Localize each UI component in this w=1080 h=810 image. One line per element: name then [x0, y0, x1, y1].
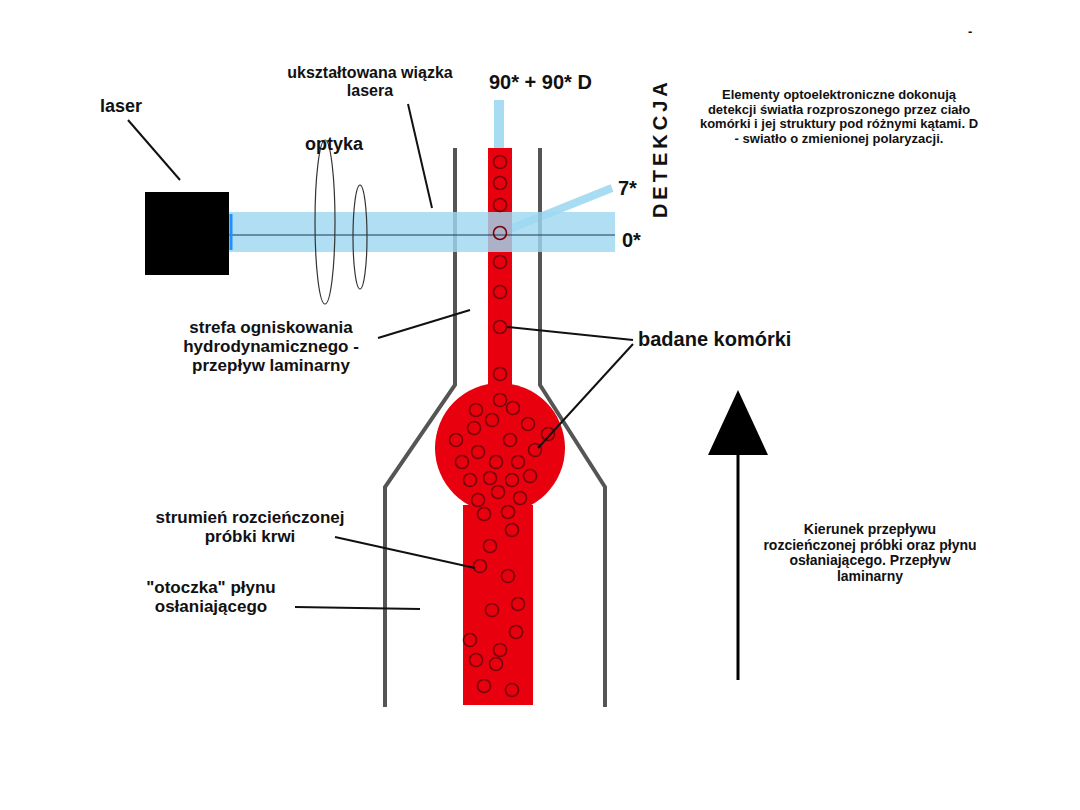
cell	[494, 286, 507, 299]
side-scatter-ray	[494, 100, 504, 150]
part-label: ukształtowana wiązka lasera	[270, 64, 470, 100]
cell	[470, 404, 483, 417]
cell	[478, 680, 491, 693]
cell	[542, 428, 555, 441]
part-label: laser	[100, 96, 142, 116]
cell	[494, 156, 507, 169]
cells	[450, 156, 555, 697]
cell	[484, 540, 497, 553]
lens	[353, 185, 367, 289]
leader-lines	[128, 104, 633, 609]
note-text: Kierunek przepływu rozcieńczonej próbki …	[762, 522, 978, 585]
cell	[506, 524, 519, 537]
cell	[486, 414, 499, 427]
cell	[510, 626, 523, 639]
cell	[502, 506, 515, 519]
part-label: "otoczka" płynu osłaniającego	[125, 578, 297, 616]
flow-arrow-head	[708, 390, 768, 455]
cell	[490, 658, 503, 671]
cell	[494, 177, 507, 190]
cell	[502, 570, 515, 583]
angle-label: 7*	[618, 177, 637, 199]
cell	[494, 394, 507, 407]
laser-aperture	[230, 214, 233, 250]
cell	[522, 418, 535, 431]
cell	[506, 684, 519, 697]
cell	[514, 492, 527, 505]
beam-axis	[228, 234, 615, 235]
zone-label: strefa ogniskowania hydrodynamicznego - …	[172, 318, 370, 375]
cell	[484, 472, 497, 485]
cell	[450, 434, 463, 447]
cell	[494, 368, 507, 381]
part-label: optyka	[305, 134, 363, 154]
part-label: strumień rozcieńczonej próbki krwi	[140, 508, 360, 546]
cell	[494, 199, 507, 212]
cell	[524, 470, 537, 483]
cell	[494, 644, 507, 657]
lens	[315, 140, 335, 304]
cell	[472, 494, 485, 507]
laser-beam	[228, 212, 615, 252]
cell	[512, 456, 525, 469]
note-text: Elementy optoelektroniczne dokonują dete…	[698, 88, 980, 146]
cell	[490, 456, 503, 469]
cell	[478, 508, 491, 521]
cell	[456, 456, 469, 469]
cell	[474, 560, 487, 573]
watermark: -	[968, 25, 972, 40]
cell	[468, 422, 481, 435]
cell	[504, 434, 517, 447]
cell	[494, 227, 507, 240]
flow-arrow-shaft	[737, 452, 740, 680]
cell	[512, 598, 525, 611]
cell	[506, 474, 519, 487]
detection-label: DETEKCJA	[649, 78, 671, 218]
cell	[507, 402, 520, 415]
part-label: badane komórki	[638, 328, 791, 350]
laser-body	[145, 192, 229, 275]
cell	[464, 474, 477, 487]
cell	[492, 486, 505, 499]
cell	[470, 654, 483, 667]
angle-label: 0*	[622, 229, 641, 251]
cell	[464, 634, 477, 647]
cell	[494, 321, 507, 334]
cell	[486, 604, 499, 617]
angle-label: 90* + 90* D	[489, 71, 592, 93]
cell	[494, 256, 507, 269]
cell	[472, 446, 485, 459]
